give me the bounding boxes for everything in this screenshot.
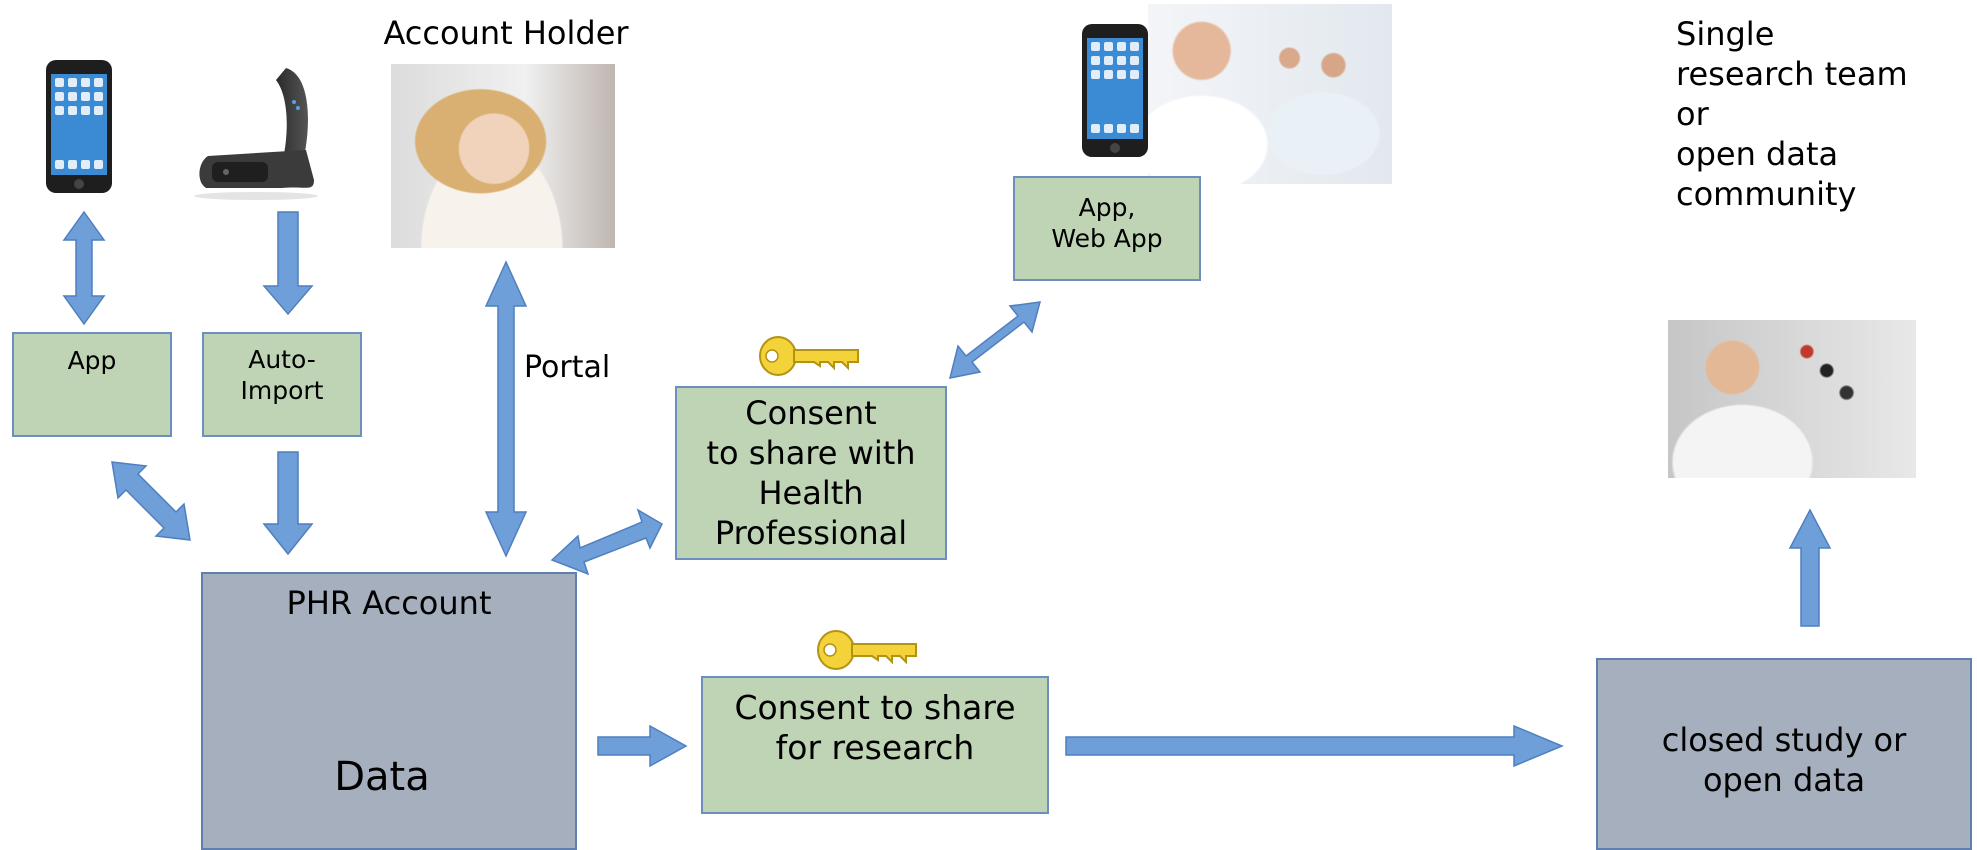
auto-import-box: Auto- Import — [202, 332, 362, 437]
researcher-photo — [1668, 320, 1916, 478]
closedstudy-research-arrow — [1788, 508, 1832, 627]
app-web-app-box-label: App, Web App — [1051, 193, 1163, 253]
portal-double-arrow — [484, 260, 528, 558]
phone-app-double-arrow — [62, 210, 106, 326]
research-audience-label: Single research team or open data commun… — [1676, 15, 1908, 213]
consent-phr-double-arrow — [550, 508, 663, 576]
consent-closedstudy-arrow — [1065, 724, 1564, 768]
account-holder-label: Account Holder — [383, 14, 629, 52]
account-holder-photo — [391, 64, 615, 248]
closed-study-label: closed study or open data — [1661, 721, 1907, 799]
consent-research-label: Consent to share for research — [734, 688, 1016, 767]
auto-import-box-label: Auto- Import — [240, 345, 324, 405]
app-box-label: App — [67, 346, 117, 375]
band-autoimport-arrow — [262, 211, 314, 316]
data-label: Data — [334, 754, 430, 800]
app-box: App — [12, 332, 172, 437]
closed-study-box: closed study or open data — [1596, 658, 1972, 850]
key-icon — [759, 336, 859, 376]
phr-account-title: PHR Account — [286, 584, 492, 622]
app-phr-double-arrow — [111, 461, 191, 541]
portal-label: Portal — [524, 350, 611, 385]
app-web-app-box: App, Web App — [1013, 176, 1201, 281]
consent-webapp-double-arrow — [948, 301, 1042, 379]
phr-account-box: PHR Account — [201, 572, 577, 850]
fitness-band-icon — [194, 68, 318, 200]
consent-health-professional-label: Consent to share with Health Professiona… — [706, 394, 916, 552]
consent-health-professional-box: Consent to share with Health Professiona… — [675, 386, 947, 560]
consent-research-box: Consent to share for research — [701, 676, 1049, 814]
smartphone-icon — [46, 60, 112, 193]
autoimport-phr-arrow — [262, 451, 314, 556]
smartphone-icon — [1082, 24, 1148, 157]
health-professionals-photo — [1148, 4, 1392, 184]
key-icon — [817, 630, 917, 670]
phr-consent-research-arrow — [597, 724, 688, 768]
